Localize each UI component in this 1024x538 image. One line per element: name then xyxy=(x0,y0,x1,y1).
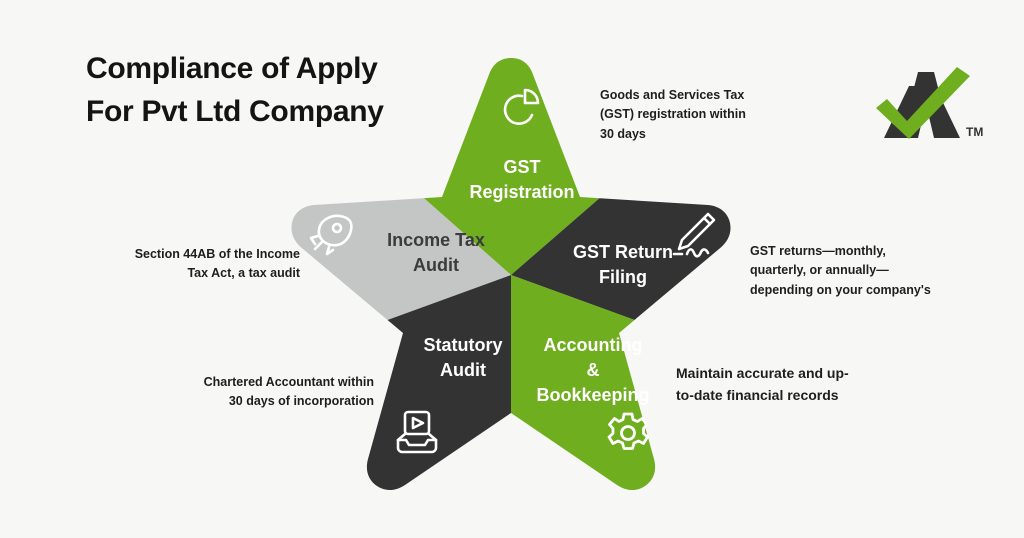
brand-logo: TM xyxy=(860,58,990,148)
note-statutory-audit: Chartered Accountant within 30 days of i… xyxy=(203,375,374,409)
note-gst-registration: Goods and Services Tax (GST) registratio… xyxy=(600,88,746,141)
note-gst-return-filing: GST returns—monthly, quarterly, or annua… xyxy=(750,244,931,297)
star-segment-accounting-bookkeeping[interactable] xyxy=(511,275,702,500)
page-title-line-1: Compliance of Apply xyxy=(86,52,378,85)
star-segment-gst-return-filing[interactable] xyxy=(511,170,762,322)
note-accounting-bookkeeping: Maintain accurate and up-to-date financi… xyxy=(676,365,849,403)
page-title-line-2: For Pvt Ltd Company xyxy=(86,94,384,128)
page-title: Compliance of Apply For Pvt Ltd Company xyxy=(86,48,466,133)
logo-checkmark-icon xyxy=(876,67,970,139)
star-segment-income-tax-audit[interactable] xyxy=(262,170,511,322)
logo-trademark: TM xyxy=(966,125,983,139)
note-income-tax-audit: Section 44AB of the Income Tax Act, a ta… xyxy=(134,247,300,281)
